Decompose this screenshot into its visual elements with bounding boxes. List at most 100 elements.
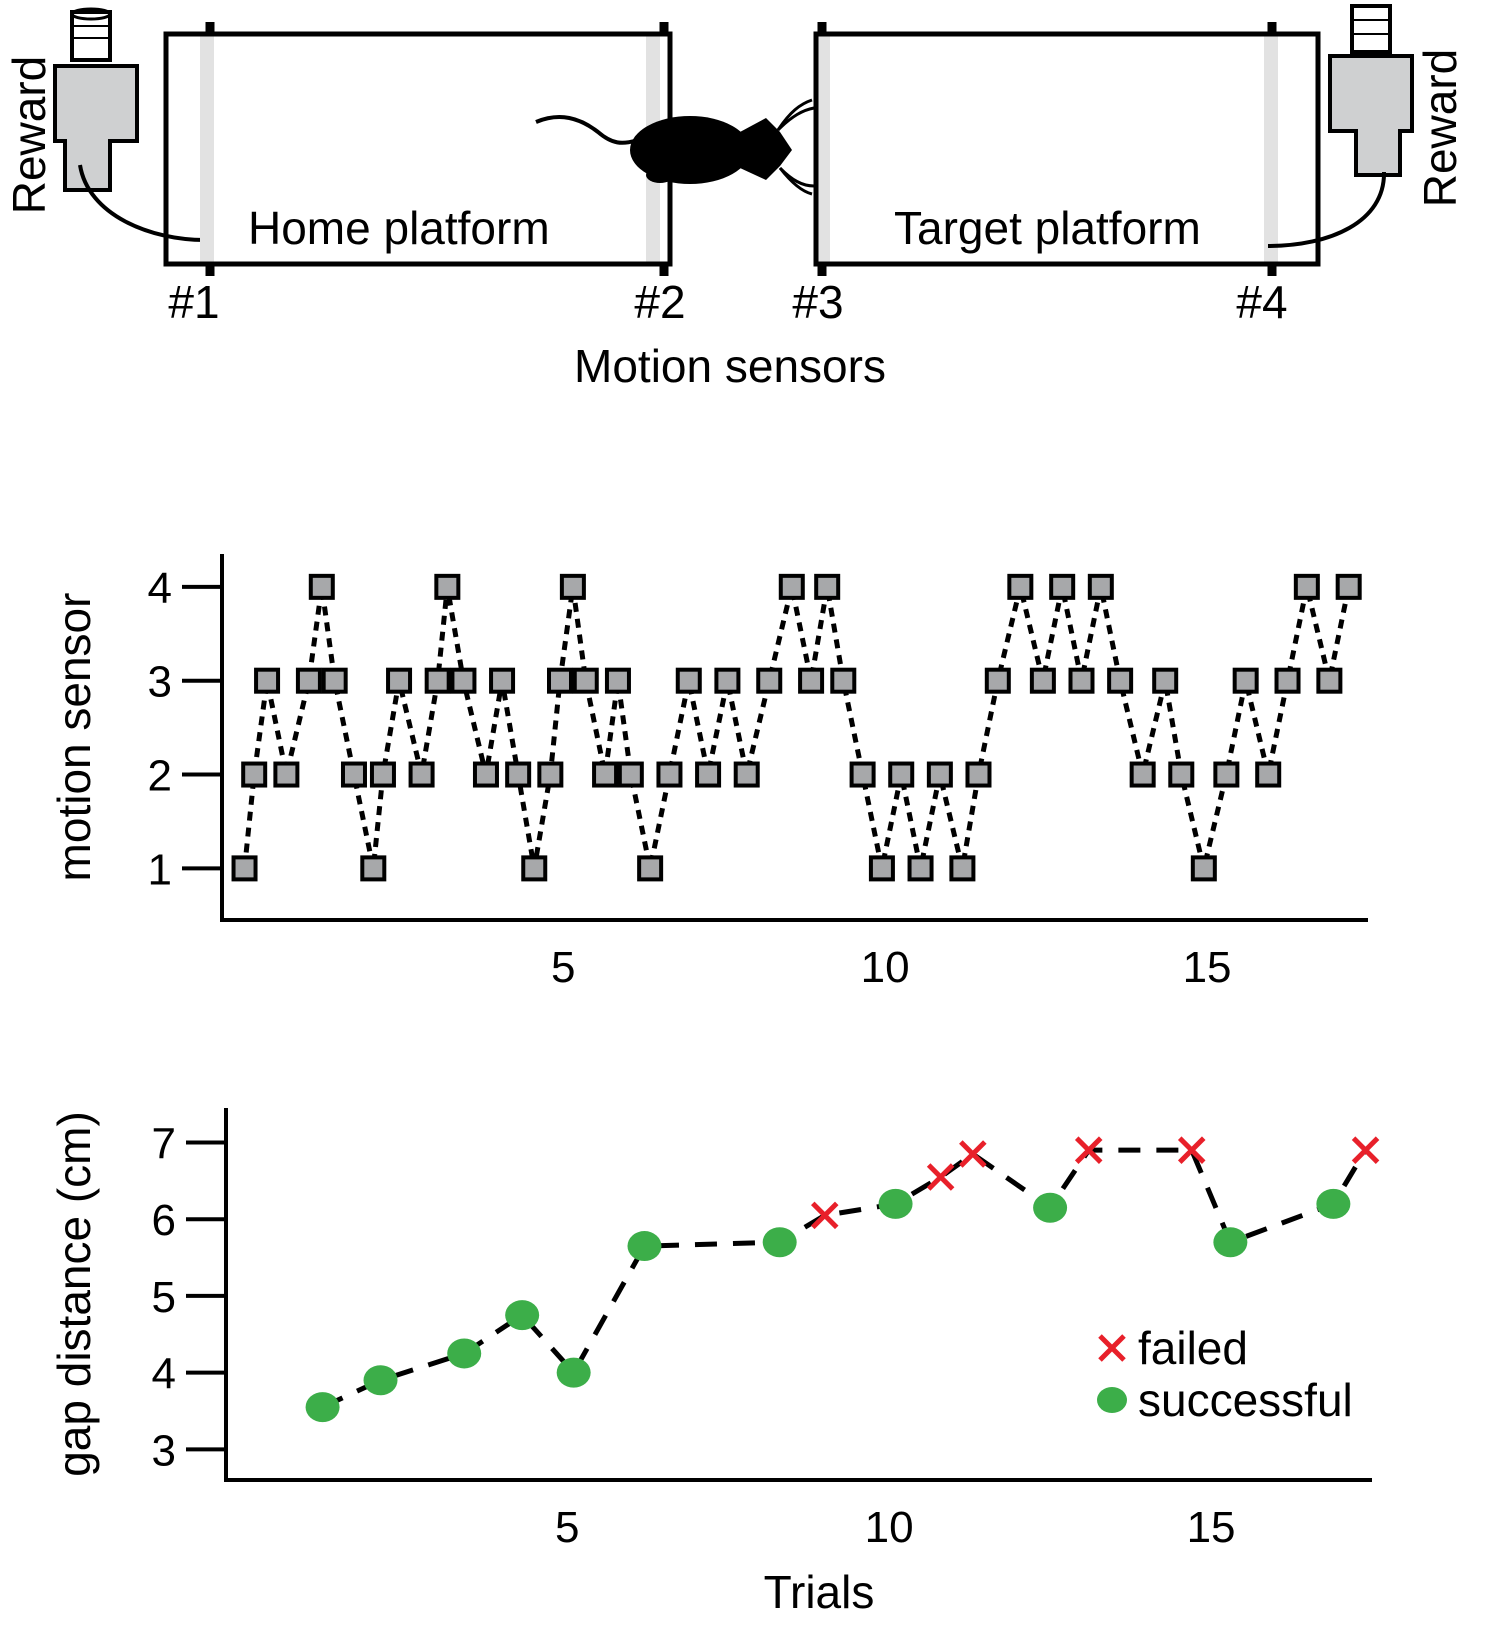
data-point — [656, 761, 683, 788]
y-tick-label: 1 — [148, 845, 172, 894]
series-line — [242, 586, 1352, 869]
data-point — [254, 667, 281, 694]
successful-marker — [305, 1392, 340, 1423]
y-tick-label: 3 — [148, 658, 172, 707]
failed-marker-stroke — [959, 1140, 987, 1168]
schematic-panel: Reward Home platform Target platform — [3, 4, 1466, 392]
failed-marker-stroke — [810, 1201, 839, 1230]
data-point — [424, 667, 451, 694]
y-axis-label: motion sensor — [48, 593, 100, 882]
data-point — [1168, 761, 1195, 788]
data-point — [830, 667, 857, 694]
successful-marker — [363, 1365, 398, 1396]
failed-marker-stroke — [1177, 1136, 1206, 1164]
data-point — [637, 855, 664, 882]
data-point — [408, 761, 435, 788]
data-point — [231, 855, 258, 882]
mouse-icon — [535, 98, 815, 196]
data-point — [450, 667, 477, 694]
data-point — [1316, 667, 1343, 694]
failed-marker — [1074, 1136, 1103, 1164]
data-point — [675, 667, 702, 694]
data-point — [926, 761, 953, 788]
y-tick-label: 3 — [152, 1426, 176, 1475]
successful-marker — [1213, 1227, 1248, 1258]
data-point — [849, 761, 876, 788]
successful-marker — [627, 1231, 662, 1262]
data-point — [472, 761, 499, 788]
failed-marker — [959, 1140, 987, 1168]
data-point — [592, 761, 619, 788]
data-point — [1007, 573, 1034, 600]
y-tick-label: 6 — [152, 1196, 176, 1245]
data-point — [756, 667, 783, 694]
successful-marker — [878, 1188, 913, 1219]
failed-marker-stroke — [1351, 1136, 1380, 1164]
successful-marker — [505, 1300, 540, 1331]
failed-marker — [1351, 1136, 1380, 1164]
successful-marker — [762, 1227, 797, 1258]
legend-successful-marker — [1097, 1387, 1127, 1413]
reward-dispenser-left — [53, 7, 206, 242]
failed-marker — [926, 1163, 955, 1191]
data-point — [604, 667, 631, 694]
successful-marker — [556, 1357, 591, 1388]
legend-label-failed: failed — [1138, 1322, 1248, 1374]
legend-failed-marker — [1098, 1334, 1126, 1362]
data-point — [695, 761, 722, 788]
data-point — [1049, 573, 1076, 600]
data-point — [733, 761, 760, 788]
y-tick-label: 4 — [148, 564, 172, 613]
data-point — [907, 855, 934, 882]
y-axis-label: gap distance (cm) — [48, 1111, 100, 1477]
data-point — [814, 573, 841, 600]
data-point — [1190, 855, 1217, 882]
failed-marker — [810, 1201, 839, 1230]
data-point — [965, 761, 992, 788]
target-platform-label: Target platform — [894, 202, 1201, 254]
successful-marker — [1316, 1188, 1351, 1219]
reward-dispenser-right — [1267, 4, 1414, 248]
data-point — [559, 573, 586, 600]
data-point — [1335, 573, 1362, 600]
data-point — [1274, 667, 1301, 694]
data-point — [295, 667, 322, 694]
home-platform-label: Home platform — [248, 202, 550, 254]
data-point — [1293, 573, 1320, 600]
data-point — [360, 855, 387, 882]
data-point — [241, 761, 268, 788]
sensor-label-2: #2 — [634, 276, 685, 328]
failed-marker — [1177, 1136, 1206, 1164]
data-point — [888, 761, 915, 788]
sensor-label-1: #1 — [168, 276, 219, 328]
data-point — [868, 855, 895, 882]
data-point — [273, 761, 300, 788]
data-point — [521, 855, 548, 882]
home-platform — [163, 22, 673, 276]
x-tick-label: 10 — [861, 943, 910, 992]
successful-marker — [1033, 1192, 1068, 1223]
x-tick-label: 15 — [1187, 1503, 1236, 1552]
x-tick-label: 10 — [865, 1503, 914, 1552]
y-tick-label: 2 — [148, 752, 172, 801]
data-point — [386, 667, 413, 694]
data-point — [572, 667, 599, 694]
x-tick-label: 5 — [555, 1503, 579, 1552]
data-point — [1232, 667, 1259, 694]
legend-label-successful: successful — [1138, 1374, 1353, 1426]
reward-right-label: Reward — [1414, 49, 1466, 208]
x-axis-label: Trials — [764, 1566, 875, 1618]
data-point — [984, 667, 1011, 694]
data-point — [1087, 573, 1114, 600]
data-point — [714, 667, 741, 694]
data-point — [1213, 761, 1240, 788]
x-tick-label: 5 — [551, 943, 575, 992]
data-point — [949, 855, 976, 882]
failed-marker-stroke — [1074, 1136, 1103, 1164]
y-tick-label: 7 — [152, 1120, 176, 1169]
data-point — [434, 573, 461, 600]
data-point — [321, 667, 348, 694]
